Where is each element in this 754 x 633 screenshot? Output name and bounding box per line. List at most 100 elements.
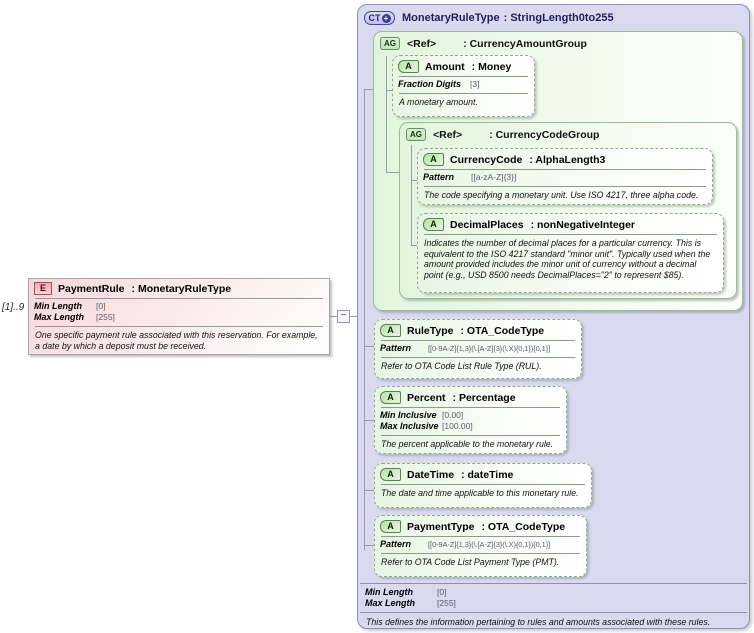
group-ref: <Ref> bbox=[433, 128, 463, 141]
attr-name: Percent bbox=[407, 391, 446, 404]
attribute-group-icon: AG bbox=[380, 37, 400, 50]
facet-value: [3] bbox=[470, 79, 480, 89]
facet-row: Pattern [[a-zA-Z]{3}] bbox=[423, 172, 707, 183]
attr-header: A DateTime : dateTime bbox=[380, 468, 586, 481]
group-currencycodegroup[interactable]: AG <Ref> : CurrencyCodeGroup A CurrencyC… bbox=[399, 122, 737, 299]
tree-stub bbox=[364, 545, 374, 546]
complextype-icon: CT + bbox=[364, 11, 395, 25]
attr-type: : nonNegativeInteger bbox=[530, 218, 635, 231]
element-paymentrule[interactable]: E PaymentRule : MonetaryRuleType Min Len… bbox=[28, 278, 330, 355]
group-ref: <Ref> bbox=[407, 37, 437, 50]
facet-row: Min Length [0] bbox=[365, 587, 743, 598]
separator bbox=[381, 407, 560, 408]
facet-row: Max Length [255] bbox=[34, 312, 324, 323]
group-header: AG <Ref> : CurrencyAmountGroup bbox=[380, 37, 587, 50]
separator bbox=[35, 298, 323, 299]
attr-annotation: Refer to OTA Code List Payment Type (PMT… bbox=[381, 557, 560, 567]
group-type: : CurrencyCodeGroup bbox=[489, 128, 600, 141]
facet-label: Min Inclusive bbox=[380, 410, 437, 420]
facet-value: [[a-zA-Z]{3}] bbox=[471, 172, 517, 182]
attr-annotation: Indicates the number of decimal places f… bbox=[424, 238, 711, 281]
attr-datetime[interactable]: A DateTime : dateTime The date and time … bbox=[374, 463, 592, 508]
element-type: : MonetaryRuleType bbox=[131, 282, 232, 295]
attr-annotation: The percent applicable to the monetary r… bbox=[381, 439, 554, 449]
tree-stub bbox=[364, 89, 374, 90]
facet-row: Pattern [[0-9A-Z]{1,3}(\.[A-Z]{3}(\.X){0… bbox=[380, 343, 576, 354]
complextype-monetaryruletype[interactable]: CT + MonetaryRuleType : StringLength0to2… bbox=[357, 4, 750, 629]
facet-label: Max Length bbox=[34, 312, 85, 322]
facet-label: Max Inclusive bbox=[380, 421, 439, 431]
facet-label: Pattern bbox=[380, 343, 412, 353]
facet-label: Min Length bbox=[34, 301, 82, 311]
attr-name: RuleType bbox=[407, 324, 454, 337]
attribute-icon: A bbox=[380, 468, 401, 481]
attr-header: A PaymentType : OTA_CodeType bbox=[380, 520, 581, 533]
attr-type: : OTA_CodeType bbox=[481, 520, 566, 533]
complextype-type: : StringLength0to255 bbox=[503, 12, 614, 24]
tree-stub bbox=[411, 180, 417, 181]
facet-label: Min Length bbox=[365, 587, 413, 597]
separator bbox=[381, 435, 560, 436]
element-name: PaymentRule bbox=[58, 282, 125, 295]
separator bbox=[381, 357, 575, 358]
facet-value: [255] bbox=[96, 312, 115, 322]
attr-type: : dateTime bbox=[461, 468, 514, 481]
collapse-toggle[interactable]: − bbox=[337, 310, 350, 323]
facet-row: Fraction Digits [3] bbox=[398, 79, 529, 90]
facet-row: Max Length [255] bbox=[365, 598, 743, 609]
attribute-icon: A bbox=[380, 391, 401, 404]
attr-header: A Amount : Money bbox=[398, 60, 529, 73]
tree-line bbox=[411, 145, 412, 245]
tree-stub bbox=[364, 490, 374, 491]
attr-paymenttype[interactable]: A PaymentType : OTA_CodeType Pattern [[0… bbox=[374, 515, 587, 577]
attr-name: DateTime bbox=[407, 468, 455, 481]
tree-line bbox=[386, 56, 387, 172]
attr-header: A DecimalPlaces : nonNegativeInteger bbox=[423, 218, 718, 231]
attr-name: Amount bbox=[425, 60, 465, 73]
attribute-icon: A bbox=[398, 60, 419, 73]
complextype-name: MonetaryRuleType bbox=[402, 12, 500, 24]
separator bbox=[399, 76, 528, 77]
attr-amount[interactable]: A Amount : Money Fraction Digits [3] A m… bbox=[392, 55, 535, 117]
element-header: E PaymentRule : MonetaryRuleType bbox=[34, 282, 324, 295]
multiplicity-label: [1]..9 bbox=[2, 302, 25, 313]
facet-row: Max Inclusive [100.00] bbox=[380, 421, 561, 432]
attr-annotation: The code specifying a monetary unit. Use… bbox=[424, 190, 699, 200]
facet-value: [255] bbox=[437, 598, 456, 608]
tree-stub bbox=[386, 90, 392, 91]
attr-type: : OTA_CodeType bbox=[460, 324, 545, 337]
separator bbox=[35, 326, 323, 327]
group-currencyamountgroup[interactable]: AG <Ref> : CurrencyAmountGroup A Amount … bbox=[373, 31, 743, 311]
facet-label: Fraction Digits bbox=[398, 79, 462, 89]
separator bbox=[381, 536, 580, 537]
attr-ruletype[interactable]: A RuleType : OTA_CodeType Pattern [[0-9A… bbox=[374, 319, 582, 379]
facet-label: Pattern bbox=[423, 172, 455, 182]
attribute-group-icon: AG bbox=[406, 128, 426, 141]
tree-stub bbox=[364, 346, 374, 347]
complextype-icon-label: CT bbox=[368, 13, 381, 23]
group-type: : CurrencyAmountGroup bbox=[463, 37, 587, 50]
tree-line bbox=[364, 89, 365, 550]
separator bbox=[381, 553, 580, 554]
element-annotation: One specific payment rule associated wit… bbox=[35, 330, 318, 351]
separator bbox=[424, 234, 717, 235]
attr-type: : Percentage bbox=[452, 391, 516, 404]
group-header: AG <Ref> : CurrencyCodeGroup bbox=[406, 128, 599, 141]
facet-value: [100.00] bbox=[442, 421, 473, 431]
attr-percent[interactable]: A Percent : Percentage Min Inclusive [0.… bbox=[374, 386, 567, 454]
attr-name: CurrencyCode bbox=[450, 153, 523, 166]
attr-decimalplaces[interactable]: A DecimalPlaces : nonNegativeInteger Ind… bbox=[417, 213, 724, 293]
attr-currencycode[interactable]: A CurrencyCode : AlphaLength3 Pattern [[… bbox=[417, 148, 713, 205]
separator bbox=[381, 484, 585, 485]
facet-value: [[0-9A-Z]{1,3}(\.[A-Z]{3}(\.X){0,1}){0,1… bbox=[428, 344, 551, 353]
element-icon: E bbox=[34, 282, 52, 295]
attr-type: : AlphaLength3 bbox=[529, 153, 606, 166]
separator bbox=[381, 340, 575, 341]
attr-annotation: The date and time applicable to this mon… bbox=[381, 488, 579, 498]
facet-value: [0] bbox=[96, 301, 106, 311]
tree-stub bbox=[364, 420, 374, 421]
separator bbox=[424, 186, 706, 187]
facet-row: Min Inclusive [0.00] bbox=[380, 410, 561, 421]
expand-plus-icon: + bbox=[381, 13, 391, 23]
